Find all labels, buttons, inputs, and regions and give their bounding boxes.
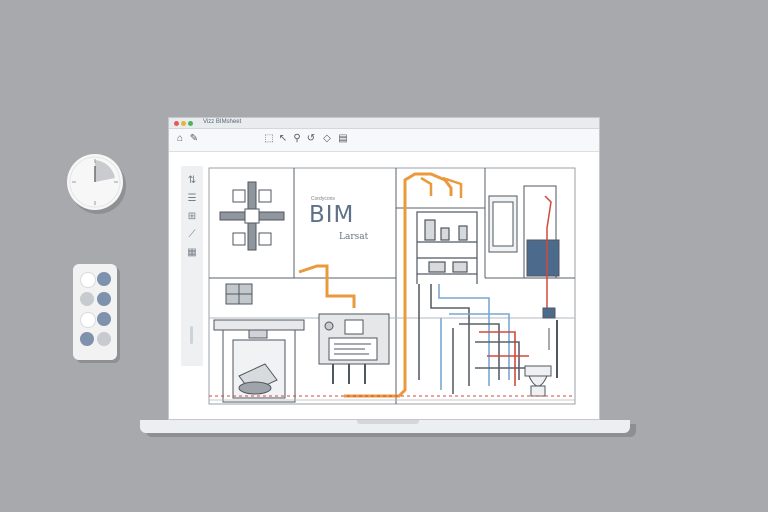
section-icon[interactable]: ▦ xyxy=(187,247,197,258)
app-window: Vizz BIMsheet ⌂ ✎ ⬚ ↖ ⚲ ↺ ◇ ▤ ⇅ ☰ ⊞ ⟋ ▦ xyxy=(168,117,600,420)
rail-scrollbar[interactable] xyxy=(190,326,193,344)
clock-icon xyxy=(67,154,123,210)
measure-icon[interactable]: ⟋ xyxy=(188,229,196,240)
close-button[interactable] xyxy=(174,121,179,126)
window-symbol xyxy=(225,283,253,305)
drawing-kicker: Cordycons xyxy=(311,196,335,202)
color-swatch-panel xyxy=(73,264,117,360)
minimize-button[interactable] xyxy=(181,121,186,126)
laptop-base xyxy=(140,420,630,433)
layers-icon[interactable]: ☰ xyxy=(187,193,197,204)
pipe-bundle xyxy=(418,284,541,394)
tag-icon[interactable]: ◇ xyxy=(323,133,331,144)
shelving-unit xyxy=(416,211,478,284)
tool-rail: ⇅ ☰ ⊞ ⟋ ▦ xyxy=(181,166,203,366)
color-swatch xyxy=(80,332,94,346)
undo-icon[interactable]: ↺ xyxy=(306,133,316,144)
window-title: Vizz BIMsheet xyxy=(203,119,242,125)
floor-plan-fixture xyxy=(219,181,285,251)
laptop-notch xyxy=(357,420,419,424)
orange-duct-left xyxy=(298,264,356,308)
select-icon[interactable]: ⬚ xyxy=(264,133,274,144)
grid-icon[interactable]: ⊞ xyxy=(187,211,197,222)
color-swatch xyxy=(80,312,96,328)
maximize-button[interactable] xyxy=(188,121,193,126)
title-bar: Vizz BIMsheet xyxy=(169,118,599,129)
toilet-fixture xyxy=(524,365,552,397)
color-swatch xyxy=(97,332,111,346)
color-swatch xyxy=(80,272,96,288)
toolbar: ⌂ ✎ ⬚ ↖ ⚲ ↺ ◇ ▤ xyxy=(169,129,599,152)
pointer-icon[interactable]: ↖ xyxy=(278,133,288,144)
drawing-title: BIM xyxy=(309,202,355,228)
drawing-subtitle: Larsat xyxy=(339,232,369,242)
color-swatch xyxy=(97,292,111,306)
fireplace-elevation xyxy=(213,319,305,403)
bulb-icon[interactable]: ⚲ xyxy=(293,133,301,144)
levels-icon[interactable]: ⇅ xyxy=(187,175,197,186)
home-icon[interactable]: ⌂ xyxy=(176,133,184,144)
color-swatch xyxy=(97,312,111,326)
bim-drawing-canvas[interactable]: Cordycons xyxy=(169,118,600,420)
orange-duct-main xyxy=(344,172,453,398)
mechanical-unit xyxy=(318,313,390,384)
pen-icon[interactable]: ✎ xyxy=(189,133,199,144)
save-icon[interactable]: ▤ xyxy=(338,133,348,144)
equipment-riser xyxy=(488,185,560,378)
color-swatch xyxy=(80,292,94,306)
color-swatch xyxy=(97,272,111,286)
